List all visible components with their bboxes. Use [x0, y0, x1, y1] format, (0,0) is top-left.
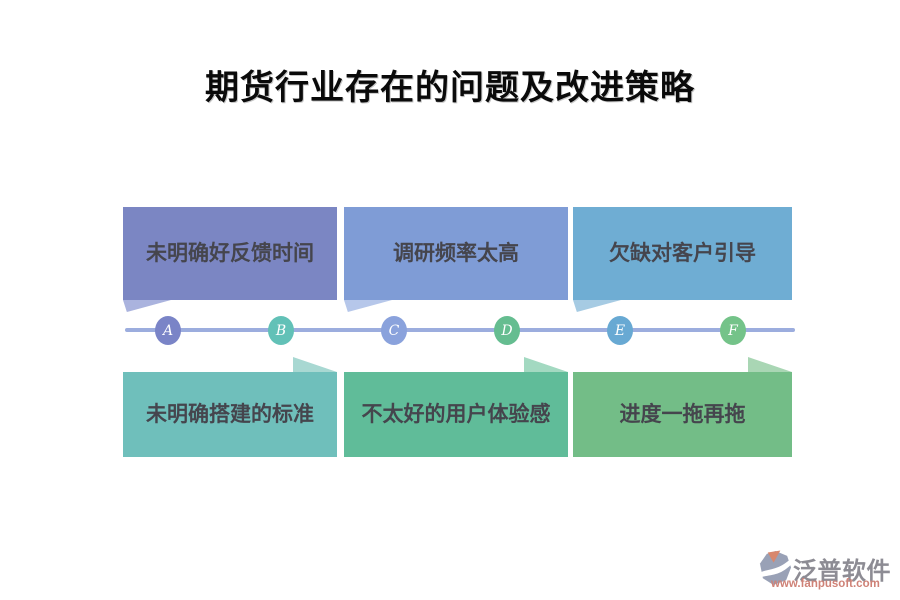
timeline-node-b: B — [268, 316, 294, 345]
bottom-callout-box-3: 进度一拖再拖 — [573, 372, 792, 457]
callout-tail — [293, 357, 337, 372]
callout-label: 未明确好反馈时间 — [146, 240, 314, 265]
callout-label: 进度一拖再拖 — [619, 401, 746, 426]
callout-label: 未明确搭建的标准 — [146, 401, 314, 426]
callout-tail — [344, 300, 392, 312]
timeline-node-a: A — [155, 316, 181, 345]
brand-url: www.fanpusoft.com — [771, 578, 880, 590]
watermark: 泛普软件 www.fanpusoft.com — [757, 548, 897, 594]
timeline-line — [125, 328, 795, 332]
callout-tail — [123, 300, 171, 312]
fanpu-logo-icon — [759, 550, 792, 585]
callout-tail — [524, 357, 568, 372]
bottom-callout-box-2: 不太好的用户体验感 — [344, 372, 568, 457]
node-letter: E — [614, 322, 626, 339]
page-title: 期货行业存在的问题及改进策略 — [205, 70, 695, 107]
node-letter: F — [728, 322, 738, 339]
node-letter: B — [275, 322, 287, 339]
node-letter: C — [388, 322, 400, 339]
callout-tail — [573, 300, 621, 312]
callout-label: 欠缺对客户引导 — [609, 240, 756, 265]
callout-label: 不太好的用户体验感 — [361, 401, 551, 426]
bottom-callout-box-1: 未明确搭建的标准 — [123, 372, 337, 457]
brand-name: 泛普软件 — [793, 559, 891, 585]
node-letter: A — [162, 322, 174, 339]
callout-label: 调研频率太高 — [393, 240, 519, 265]
callout-tail — [748, 357, 792, 372]
top-callout-box-1: 未明确好反馈时间 — [123, 207, 337, 300]
top-callout-box-3: 欠缺对客户引导 — [573, 207, 792, 300]
timeline-node-d: D — [494, 316, 520, 345]
timeline-node-c: C — [381, 316, 407, 345]
timeline-node-f: F — [720, 316, 746, 345]
timeline-node-e: E — [607, 316, 633, 345]
top-callout-box-2: 调研频率太高 — [344, 207, 568, 300]
node-letter: D — [501, 322, 513, 339]
